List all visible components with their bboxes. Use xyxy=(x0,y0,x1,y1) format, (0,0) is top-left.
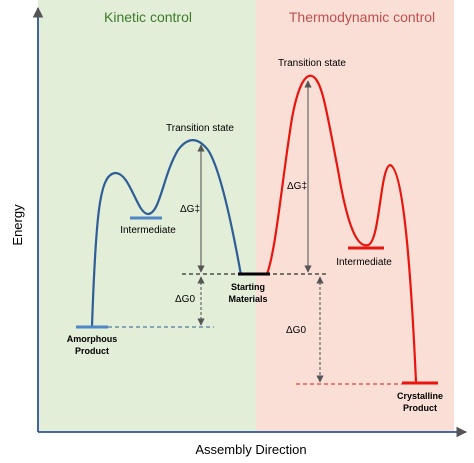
y-axis-label: Energy xyxy=(10,204,25,246)
thermo-intermediate-label: Intermediate xyxy=(336,257,392,268)
thermodynamic-panel-title: Thermodynamic control xyxy=(289,9,435,25)
starting-materials-label-line2: Materials xyxy=(228,294,267,304)
kinetic-intermediate-label: Intermediate xyxy=(120,225,176,236)
thermo-transition-state-label: Transition state xyxy=(278,58,346,69)
kinetic-dg-activation-label: ΔG‡ xyxy=(180,204,200,215)
thermo-dg-activation-label: ΔG‡ xyxy=(287,181,307,192)
crystalline-product-label-line2: Product xyxy=(403,403,437,413)
starting-materials-label-line1: Starting xyxy=(231,282,265,292)
x-axis-label: Assembly Direction xyxy=(195,442,306,457)
kinetic-panel-bg xyxy=(38,0,256,432)
crystalline-product-label-line1: Crystalline xyxy=(397,391,443,401)
kinetic-transition-state-label: Transition state xyxy=(166,123,234,134)
thermodynamic-panel-bg xyxy=(256,0,454,432)
amorphous-product-label-line1: Amorphous xyxy=(67,334,118,344)
kinetic-energy-curve xyxy=(90,139,243,327)
thermodynamic-energy-curve xyxy=(265,74,418,383)
kinetic-panel-title: Kinetic control xyxy=(104,9,192,25)
amorphous-product-label-line2: Product xyxy=(75,346,109,356)
thermo-dg0-label: ΔG0 xyxy=(286,325,306,336)
kinetic-dg0-label: ΔG0 xyxy=(175,294,195,305)
